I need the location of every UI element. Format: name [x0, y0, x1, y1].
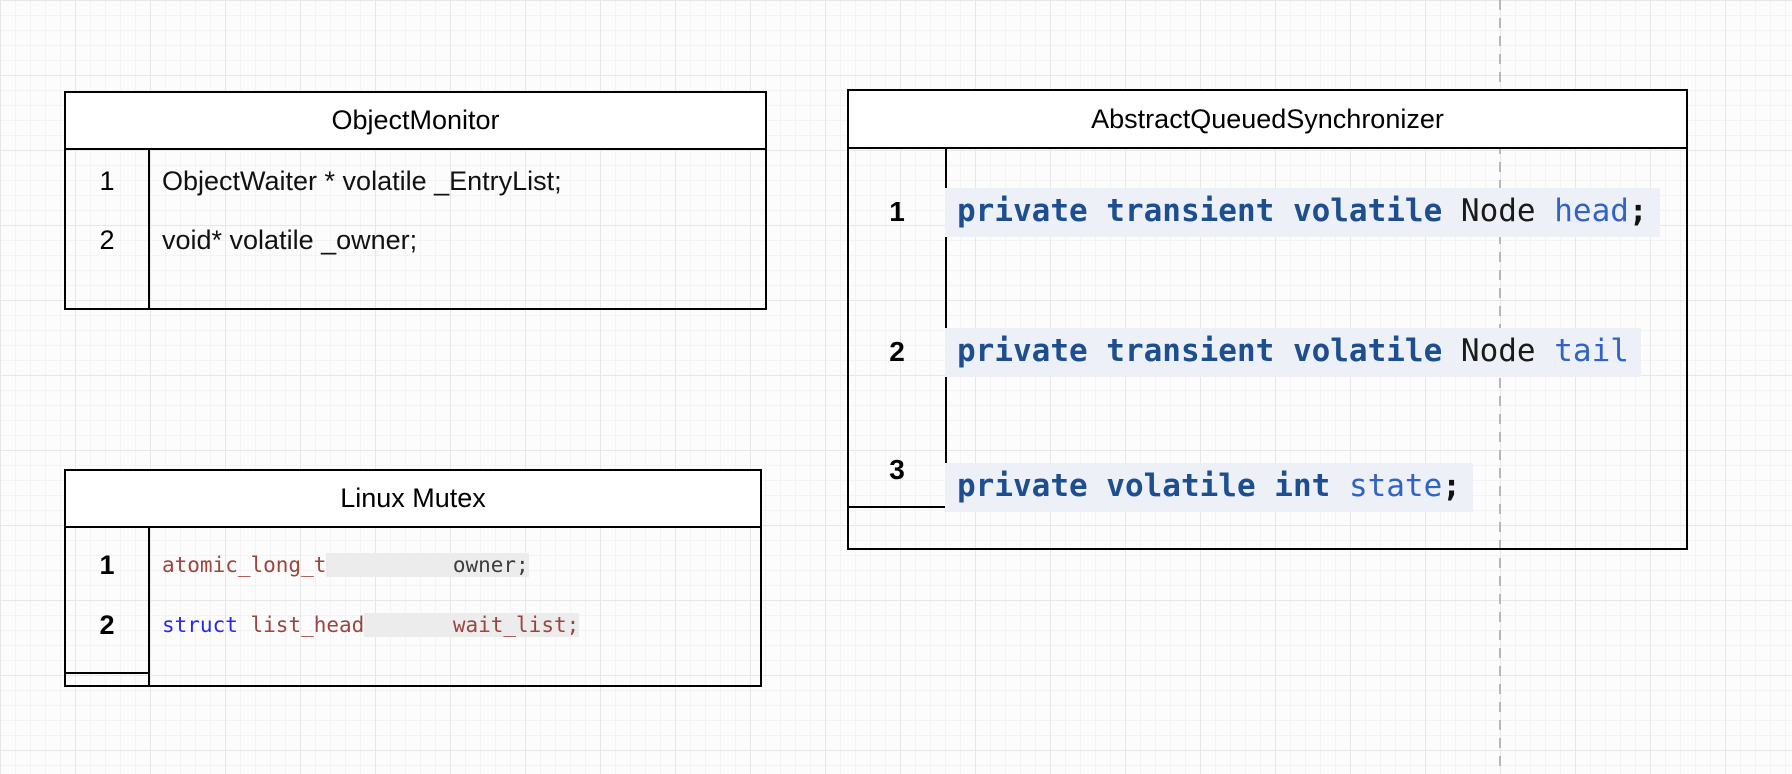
code-token: atomic_long_t — [162, 553, 327, 577]
field-row: 1 private transient volatile Node head; — [849, 185, 1686, 239]
field-row: 2 void* volatile _owner; — [66, 218, 765, 262]
code-token: ; — [1628, 192, 1648, 229]
code-line: private transient volatile Node tail — [945, 327, 1641, 377]
field-row: 1 ObjectWaiter * volatile _EntryList; — [66, 159, 765, 203]
code-token: Node — [1460, 192, 1555, 229]
code-line: private volatile int state; — [945, 462, 1473, 512]
code-token: Node — [1460, 332, 1555, 369]
number-column-divider — [148, 528, 150, 685]
number-column-bottom-border — [849, 506, 945, 508]
row-number: 2 — [889, 336, 905, 367]
code-token: ; — [1442, 467, 1461, 504]
code-token — [364, 613, 453, 637]
row-number: 2 — [99, 609, 115, 640]
code-token: state — [1348, 467, 1443, 504]
row-number: 2 — [99, 224, 115, 255]
page-boundary-guide — [1499, 0, 1501, 774]
code-token: list_head — [250, 613, 365, 637]
row-number: 1 — [889, 196, 905, 227]
code-token: ObjectWaiter * volatile _EntryList; — [162, 165, 562, 196]
code-token: private transient volatile — [957, 332, 1461, 369]
code-token: wait_list; — [452, 613, 580, 637]
row-number: 1 — [99, 549, 115, 580]
field-row: 2 struct list_head wait_list; — [66, 603, 760, 647]
code-token: head — [1554, 192, 1629, 229]
code-line: private transient volatile Node head; — [945, 187, 1660, 237]
code-token: tail — [1554, 332, 1629, 369]
code-token: struct — [162, 613, 238, 637]
code-token — [238, 613, 251, 637]
code-token: private transient volatile — [957, 192, 1461, 229]
field-row: 3 private volatile int state; — [849, 454, 1686, 514]
number-column-bottom-border — [66, 672, 148, 674]
code-line: void* volatile _owner; — [162, 225, 417, 256]
code-token: owner; — [452, 553, 529, 577]
box-title: Linux Mutex — [66, 471, 760, 528]
linux-mutex-box[interactable]: Linux Mutex 1 atomic_long_t owner; 2 str… — [64, 469, 762, 687]
object-monitor-box[interactable]: ObjectMonitor 1 ObjectWaiter * volatile … — [64, 91, 767, 310]
code-line: struct list_head wait_list; — [162, 613, 580, 637]
box-title: AbstractQueuedSynchronizer — [849, 91, 1686, 149]
field-row: 1 atomic_long_t owner; — [66, 543, 760, 587]
row-number: 1 — [99, 165, 115, 196]
code-token — [326, 553, 453, 577]
abstract-queued-synchronizer-box[interactable]: AbstractQueuedSynchronizer 1 private tra… — [847, 89, 1688, 550]
box-title: ObjectMonitor — [66, 93, 765, 150]
code-line: atomic_long_t owner; — [162, 553, 529, 577]
row-number: 3 — [889, 454, 905, 485]
code-token: private volatile int — [957, 467, 1349, 504]
code-token: void* volatile _owner; — [162, 224, 418, 255]
field-row: 2 private transient volatile Node tail — [849, 325, 1686, 379]
code-line: ObjectWaiter * volatile _EntryList; — [162, 166, 562, 197]
number-column-divider — [148, 150, 150, 308]
